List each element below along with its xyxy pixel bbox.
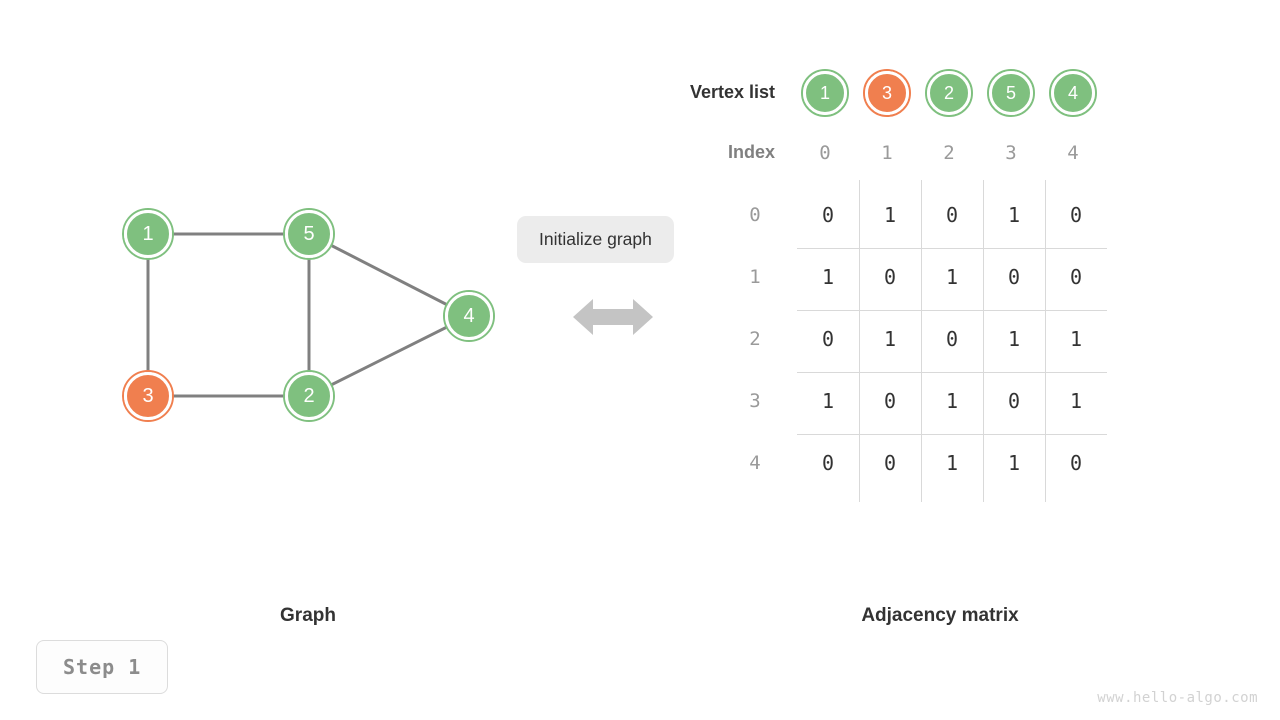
graph-node[interactable]: 4	[443, 290, 495, 342]
matrix-cell: 1	[821, 389, 835, 413]
column-index-label: 2	[943, 142, 955, 164]
row-index-label: 3	[749, 390, 761, 412]
matrix-cell: 1	[1007, 203, 1021, 227]
matrix-cell: 0	[883, 451, 897, 475]
matrix-grid-line-horizontal	[797, 434, 1107, 435]
vertex-list-item[interactable]: 3	[863, 69, 911, 117]
matrix-cell: 0	[883, 389, 897, 413]
graph-node[interactable]: 3	[122, 370, 174, 422]
graph-edge	[308, 314, 470, 398]
graph-node[interactable]: 1	[122, 208, 174, 260]
column-index-label: 4	[1067, 142, 1079, 164]
matrix-cell: 0	[821, 451, 835, 475]
graph-node-ring	[283, 370, 335, 422]
vertex-ring	[925, 69, 973, 117]
graph-node-core: 1	[124, 210, 172, 258]
matrix-cell: 1	[1007, 327, 1021, 351]
graph-panel: 1 5 4 3 2	[0, 0, 520, 560]
matrix-cell: 0	[821, 327, 835, 351]
graph-node-label: 2	[303, 384, 315, 407]
row-index-label: 4	[749, 452, 761, 474]
matrix-cell: 0	[1007, 265, 1021, 289]
vertex-core: 4	[1051, 71, 1095, 115]
vertex-core: 2	[927, 71, 971, 115]
vertex-list-label: Vertex list	[689, 82, 775, 102]
row-index-label: 1	[749, 266, 761, 288]
vertex-ring	[987, 69, 1035, 117]
adjacency-matrix: 0 1 2 3 4 0 1 0 1 0 1 0 1 0 0 0 1 0 1 1 1 0 1 0 1 0 0 1 1 0	[749, 180, 1107, 502]
matrix-grid-line-horizontal	[797, 372, 1107, 373]
matrix-cell: 1	[883, 327, 897, 351]
matrix-cell: 1	[945, 265, 959, 289]
graph-node[interactable]: 2	[283, 370, 335, 422]
graph-node-core: 5	[285, 210, 333, 258]
vertex-list-item[interactable]: 4	[1049, 69, 1097, 117]
matrix-cell: 1	[1069, 327, 1083, 351]
vertex-list-item[interactable]: 1	[801, 69, 849, 117]
matrix-grid-line-vertical	[921, 180, 922, 502]
graph-node-ring	[283, 208, 335, 260]
column-index-label: 0	[819, 142, 831, 164]
graph-node[interactable]: 5	[283, 208, 335, 260]
matrix-cell: 1	[1007, 451, 1021, 475]
operation-label: Initialize graph	[517, 216, 674, 263]
matrix-cell: 0	[1069, 451, 1083, 475]
matrix-cell: 0	[1069, 203, 1083, 227]
matrix-grid-line-vertical	[983, 180, 984, 502]
graph-node-label: 1	[142, 222, 154, 245]
matrix-grid-line-vertical	[859, 180, 860, 502]
index-label: Index	[727, 142, 775, 162]
matrix-cell: 1	[1069, 389, 1083, 413]
row-index-label: 2	[749, 328, 761, 350]
graph-edge	[308, 232, 470, 318]
matrix-cell: 1	[945, 389, 959, 413]
vertex-label: 5	[1005, 82, 1016, 103]
matrix-cell: 0	[883, 265, 897, 289]
matrix-cell: 1	[821, 265, 835, 289]
matrix-cell: 1	[945, 451, 959, 475]
vertex-list-item[interactable]: 5	[987, 69, 1035, 117]
vertex-label: 2	[943, 82, 954, 103]
graph-node-ring	[443, 290, 495, 342]
vertex-ring	[1049, 69, 1097, 117]
matrix-cell: 0	[945, 327, 959, 351]
vertex-core: 3	[865, 71, 909, 115]
matrix-grid-line-horizontal	[797, 248, 1107, 249]
graph-node-label: 4	[463, 304, 475, 327]
graph-node-label: 3	[142, 384, 154, 407]
column-index-label: 1	[881, 142, 893, 164]
vertex-ring	[801, 69, 849, 117]
graph-node-core: 3	[124, 372, 172, 420]
matrix-grid-line-horizontal	[797, 310, 1107, 311]
graph-node-core: 2	[285, 372, 333, 420]
graph-edges-svg	[146, 232, 470, 398]
watermark: www.hello-algo.com	[1097, 690, 1258, 706]
graph-node-label: 5	[303, 222, 315, 245]
column-index-label: 3	[1005, 142, 1017, 164]
matrix-cell: 0	[821, 203, 835, 227]
vertex-core: 5	[989, 71, 1033, 115]
vertex-core: 1	[803, 71, 847, 115]
step-badge: Step 1	[36, 640, 169, 694]
row-index-label: 0	[749, 204, 761, 226]
vertex-ring	[863, 69, 911, 117]
graph-node-ring	[122, 208, 174, 260]
graph-caption: Graph	[280, 605, 336, 626]
vertex-list-item[interactable]: 2	[925, 69, 973, 117]
graph-node-ring	[122, 370, 174, 422]
matrix-cell: 0	[1007, 389, 1021, 413]
matrix-cell: 0	[1069, 265, 1083, 289]
vertex-label: 1	[819, 82, 830, 103]
double-arrow-icon	[573, 299, 653, 335]
matrix-grid-line-vertical	[1045, 180, 1046, 502]
matrix-cell: 0	[945, 203, 959, 227]
matrix-caption: Adjacency matrix	[861, 605, 1019, 626]
graph-node-core: 4	[445, 292, 493, 340]
edges-group	[146, 232, 470, 398]
vertex-label: 3	[881, 82, 892, 103]
vertex-label: 4	[1067, 82, 1078, 103]
matrix-cell: 1	[883, 203, 897, 227]
